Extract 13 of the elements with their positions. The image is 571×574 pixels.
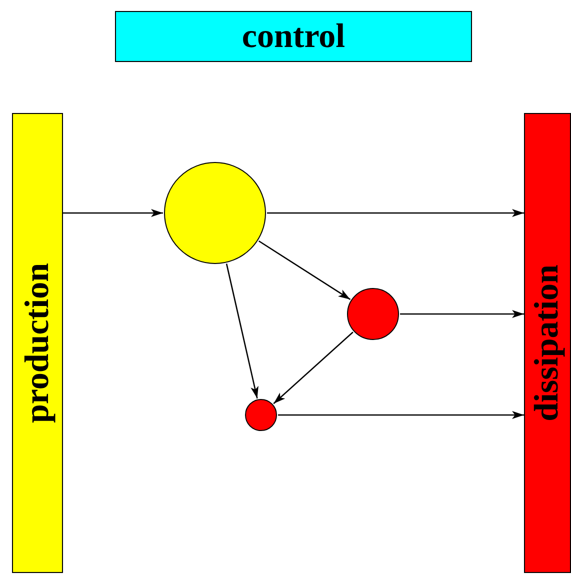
- arrow: [273, 332, 354, 404]
- control-box: [115, 11, 472, 62]
- arrow: [258, 240, 351, 300]
- arrow: [226, 264, 258, 399]
- node-label: control: [242, 20, 346, 54]
- arrow: [63, 209, 163, 217]
- arrow: [267, 209, 524, 217]
- production-bar: [12, 113, 63, 573]
- node-label: production: [20, 263, 54, 423]
- node-label: dissipation: [530, 264, 564, 422]
- dissipation-bar: [524, 113, 571, 573]
- arrow: [400, 310, 524, 318]
- arrow: [278, 411, 524, 419]
